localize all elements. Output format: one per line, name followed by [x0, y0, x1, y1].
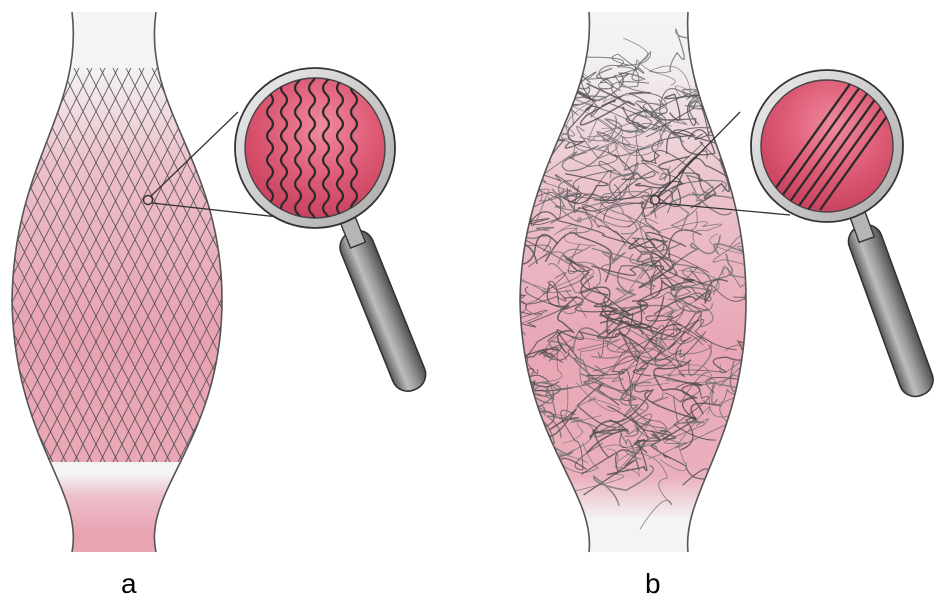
panel-a-magnifier-handle	[335, 205, 430, 396]
panel-b-magnifier-handle	[844, 199, 936, 401]
panel-b-muscle	[411, 12, 811, 552]
panel-b-magnifier-lens	[761, 80, 893, 212]
panel-a-label: a	[121, 570, 137, 598]
panel-a-magnifier	[235, 68, 430, 396]
panel-b-label: b	[645, 570, 661, 598]
panel-b-magnifier	[751, 70, 936, 401]
